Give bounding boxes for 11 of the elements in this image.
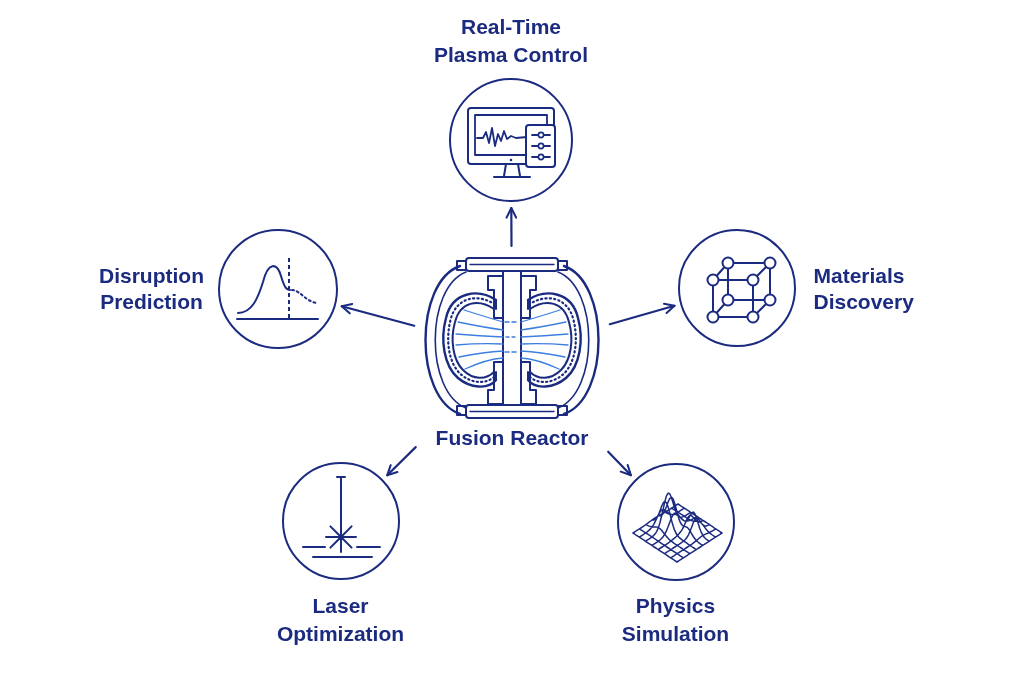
arrow [340, 303, 416, 327]
arrow [505, 206, 518, 248]
node-label: Fusion Reactor [434, 426, 590, 450]
node-label: Physics Simulation [620, 592, 731, 647]
node-label: Real-Time Plasma Control [432, 13, 589, 68]
arrow [607, 450, 632, 477]
node-label: Materials Discovery [813, 262, 915, 315]
arrow [386, 446, 417, 477]
arrow [608, 302, 676, 326]
node-label: Laser Optimization [275, 592, 406, 647]
node-label: Disruption Prediction [98, 262, 205, 315]
